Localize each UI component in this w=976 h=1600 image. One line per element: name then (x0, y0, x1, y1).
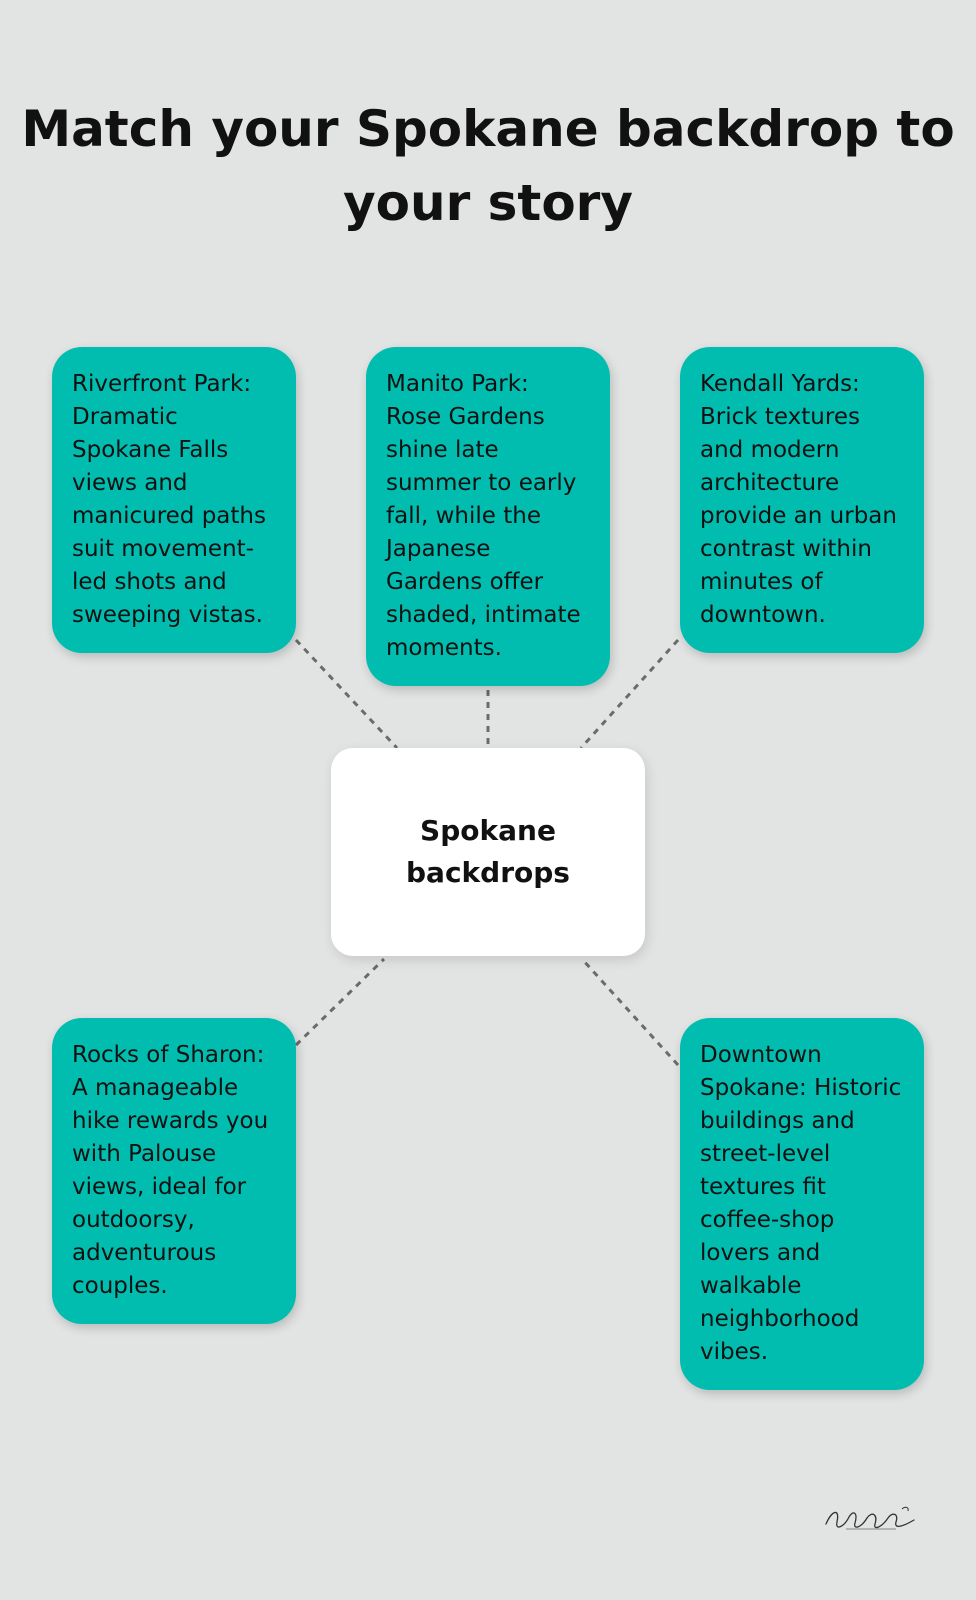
signature-logo-icon (825, 1506, 915, 1530)
node-manito-text: Manito Park: Rose Gardens shine late sum… (386, 371, 581, 661)
node-downtown-spokane: Downtown Spokane: Historic buildings and… (680, 1018, 924, 1390)
center-node: Spokane backdrops (331, 748, 645, 956)
node-manito-park: Manito Park: Rose Gardens shine late sum… (366, 347, 610, 686)
page-title: Match your Spokane backdrop to your stor… (21, 100, 955, 232)
center-label: Spokane backdrops (406, 814, 570, 889)
node-riverfront-park: Riverfront Park: Dramatic Spokane Falls … (52, 347, 296, 653)
node-rocks-text: Rocks of Sharon: A manageable hike rewar… (72, 1042, 269, 1299)
node-riverfront-text: Riverfront Park: Dramatic Spokane Falls … (72, 371, 266, 628)
connector-downtown (580, 957, 680, 1067)
node-downtown-text: Downtown Spokane: Historic buildings and… (700, 1042, 902, 1365)
node-kendall-yards: Kendall Yards: Brick textures and modern… (680, 347, 924, 653)
node-kendall-text: Kendall Yards: Brick textures and modern… (700, 371, 897, 628)
connector-rocks (294, 957, 386, 1047)
node-rocks-of-sharon: Rocks of Sharon: A manageable hike rewar… (52, 1018, 296, 1324)
